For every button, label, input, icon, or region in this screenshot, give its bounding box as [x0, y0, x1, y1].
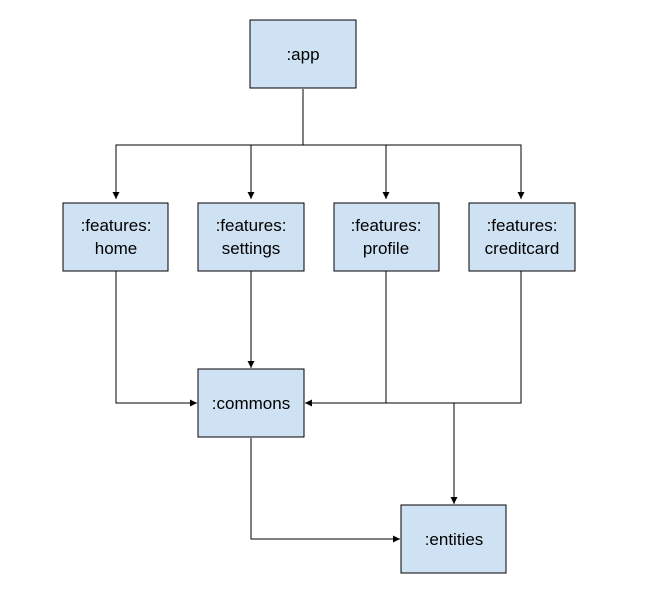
node-features-profile-line1: :features:	[351, 216, 422, 235]
edge-creditcard-to-commons	[386, 271, 522, 404]
node-features-settings-line1: :features:	[216, 216, 287, 235]
edge-app-to-profile	[303, 144, 390, 199]
edge-home-to-commons	[115, 271, 197, 407]
edge-app-to-creditcard	[386, 144, 525, 199]
node-features-settings: :features: settings	[197, 202, 305, 272]
node-features-profile: :features: profile	[333, 202, 440, 272]
node-commons-label: :commons	[212, 394, 290, 413]
node-features-home: :features: home	[62, 202, 169, 272]
node-features-creditcard-line2: creditcard	[485, 239, 560, 258]
node-features-home-line2: home	[95, 239, 138, 258]
node-commons: :commons	[197, 368, 305, 438]
node-features-settings-line2: settings	[222, 239, 281, 258]
node-features-creditcard-line1: :features:	[487, 216, 558, 235]
edge-app-to-home	[112, 89, 304, 199]
node-app-label: :app	[286, 45, 319, 64]
node-features-home-line1: :features:	[81, 216, 152, 235]
node-app: :app	[249, 19, 357, 89]
edge-commons-to-entities	[250, 438, 400, 543]
node-features-profile-line2: profile	[363, 239, 409, 258]
node-features-creditcard: :features: creditcard	[468, 202, 576, 272]
edge-profile-to-commons	[305, 271, 387, 407]
node-entities: :entities	[400, 504, 507, 574]
node-entities-label: :entities	[425, 530, 484, 549]
